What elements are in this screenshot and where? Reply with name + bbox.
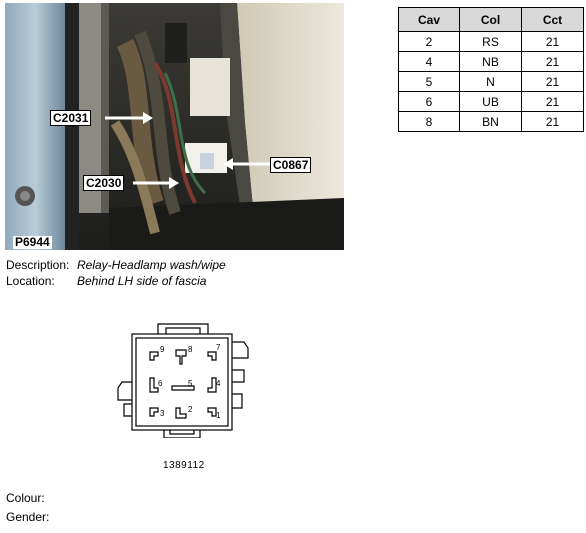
photo-reference: P6944 bbox=[13, 235, 52, 249]
cell-col: BN bbox=[459, 111, 522, 132]
cavity-2 bbox=[175, 407, 187, 419]
cavity-label-8: 8 bbox=[188, 345, 193, 354]
cavity-4 bbox=[207, 377, 217, 393]
cell-cav: 6 bbox=[398, 91, 460, 112]
table-row: 2 RS 21 bbox=[398, 31, 584, 52]
cavity-label-9: 9 bbox=[160, 345, 165, 354]
table-row: 5 N 21 bbox=[398, 71, 584, 92]
colour-label: Colour: bbox=[6, 491, 45, 505]
cavity-3 bbox=[149, 407, 159, 417]
cavity-7 bbox=[207, 351, 217, 361]
cavity-label-2: 2 bbox=[188, 405, 193, 414]
cell-cct: 21 bbox=[521, 31, 584, 52]
header-col: Col bbox=[459, 7, 522, 32]
cell-col: RS bbox=[459, 31, 522, 52]
cavity-9 bbox=[149, 351, 159, 361]
cavity-label-6: 6 bbox=[158, 379, 163, 388]
cell-cct: 21 bbox=[521, 111, 584, 132]
gender-label: Gender: bbox=[6, 510, 50, 524]
cavity-label-4: 4 bbox=[216, 379, 221, 388]
cell-col: NB bbox=[459, 51, 522, 72]
connector-latch bbox=[157, 323, 209, 334]
photo-scene bbox=[5, 3, 344, 250]
cell-col: N bbox=[459, 71, 522, 92]
cell-cct: 21 bbox=[521, 51, 584, 72]
table-row: 4 NB 21 bbox=[398, 51, 584, 72]
cell-col: UB bbox=[459, 91, 522, 112]
cell-cct: 21 bbox=[521, 91, 584, 112]
table-row: 6 UB 21 bbox=[398, 91, 584, 112]
callout-c2031: C2031 bbox=[50, 110, 92, 126]
location-line: Location: Behind LH side of fascia bbox=[6, 274, 336, 289]
connector-location-photo: C2031 C2030 C0867 P6944 bbox=[5, 3, 344, 250]
table-header-row: Cav Col Cct bbox=[398, 7, 584, 32]
pin-table: Cav Col Cct 2 RS 21 4 NB 21 5 N 21 6 UB … bbox=[398, 7, 584, 132]
connector-part-number: 1389112 bbox=[163, 460, 205, 471]
connector-face-diagram: 9 8 7 6 5 4 3 2 1 bbox=[117, 323, 249, 438]
cavity-8 bbox=[175, 349, 187, 365]
header-cav: Cav bbox=[398, 7, 460, 32]
cell-cav: 4 bbox=[398, 51, 460, 72]
description-label: Description: bbox=[6, 258, 70, 272]
cell-cct: 21 bbox=[521, 71, 584, 92]
description-value: Relay-Headlamp wash/wipe bbox=[77, 258, 226, 272]
header-cct: Cct bbox=[521, 7, 584, 32]
cavity-label-1: 1 bbox=[216, 411, 221, 420]
description-line: Description: Relay-Headlamp wash/wipe bbox=[6, 258, 336, 273]
location-value: Behind LH side of fascia bbox=[77, 274, 207, 288]
cavity-label-7: 7 bbox=[216, 343, 221, 352]
location-label: Location: bbox=[6, 274, 55, 288]
cavity-5 bbox=[171, 385, 195, 391]
cell-cav: 5 bbox=[398, 71, 460, 92]
cavity-label-3: 3 bbox=[160, 409, 165, 418]
callout-c0867: C0867 bbox=[270, 157, 312, 173]
cavity-1 bbox=[207, 407, 217, 417]
cell-cav: 2 bbox=[398, 31, 460, 52]
callout-c2030: C2030 bbox=[83, 175, 125, 191]
cell-cav: 8 bbox=[398, 111, 460, 132]
cavity-label-5: 5 bbox=[188, 379, 193, 388]
cavity-6 bbox=[149, 377, 159, 393]
table-row: 8 BN 21 bbox=[398, 111, 584, 132]
